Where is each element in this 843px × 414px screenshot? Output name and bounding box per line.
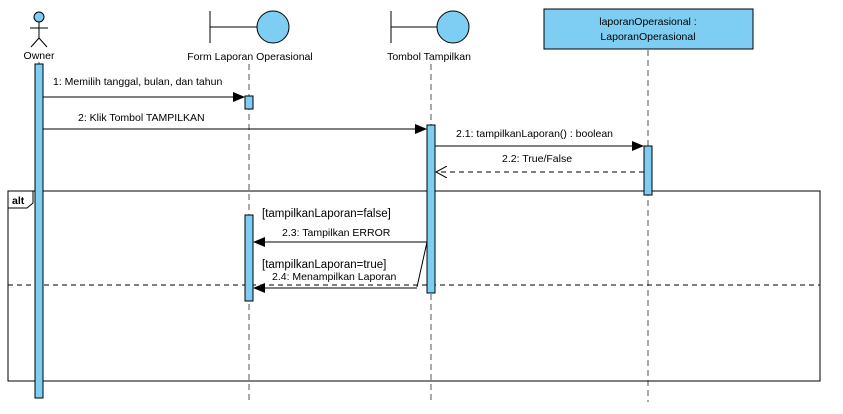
participant-form-label: Form Laporan Operasional [187,51,312,63]
guard-true: [tampilkanLaporan=true] [262,259,386,271]
activation-bars [34,63,653,399]
tombol-activation [426,124,436,294]
message-2-2-label: 2.2: True/False [502,153,572,165]
participant-form: Form Laporan Operasional [187,10,313,63]
message-2-3-connector [416,241,428,288]
participant-laporan-label-line2: LaporanOperasional [600,31,695,43]
alt-fragment-frame [7,190,821,382]
participant-laporan-label-line1: laporanOperasional : [599,16,696,28]
messages: 1: Memilih tanggal, bulan, dan tahun 2: … [43,76,644,293]
alt-operator-tab [7,190,34,209]
participant-laporan: laporanOperasional : LaporanOperasional [543,8,754,50]
guard-false: [tampilkanLaporan=false] [262,208,391,220]
boundary-icon [209,10,290,44]
participant-owner-label: Owner [24,50,55,62]
lifelines [38,50,649,402]
participant-tombol-label: Tombol Tampilkan [387,51,471,63]
message-2-3-label: 2.3: Tampilkan ERROR [282,227,391,239]
message-2-4-label: 2.4: Menampilkan Laporan [272,271,396,283]
actor-icon [30,11,48,48]
alt-fragment: alt [tampilkanLaporan=false] [tampilkanL… [7,190,821,382]
object-box [543,8,754,50]
participant-owner: Owner [24,11,55,62]
laporan-activation [643,145,653,196]
form-activation-1 [244,95,254,110]
alt-operator-label: alt [12,195,25,207]
message-1-label: 1: Memilih tanggal, bulan, dan tahun [53,76,222,88]
message-2-1-label: 2.1: tampilkanLaporan() : boolean [456,128,613,140]
message-2-label: 2: Klik Tombol TAMPILKAN [78,112,205,124]
participant-tombol: Tombol Tampilkan [387,10,471,63]
form-activation-2 [244,214,254,302]
boundary-icon [390,10,470,44]
owner-activation [34,63,44,399]
